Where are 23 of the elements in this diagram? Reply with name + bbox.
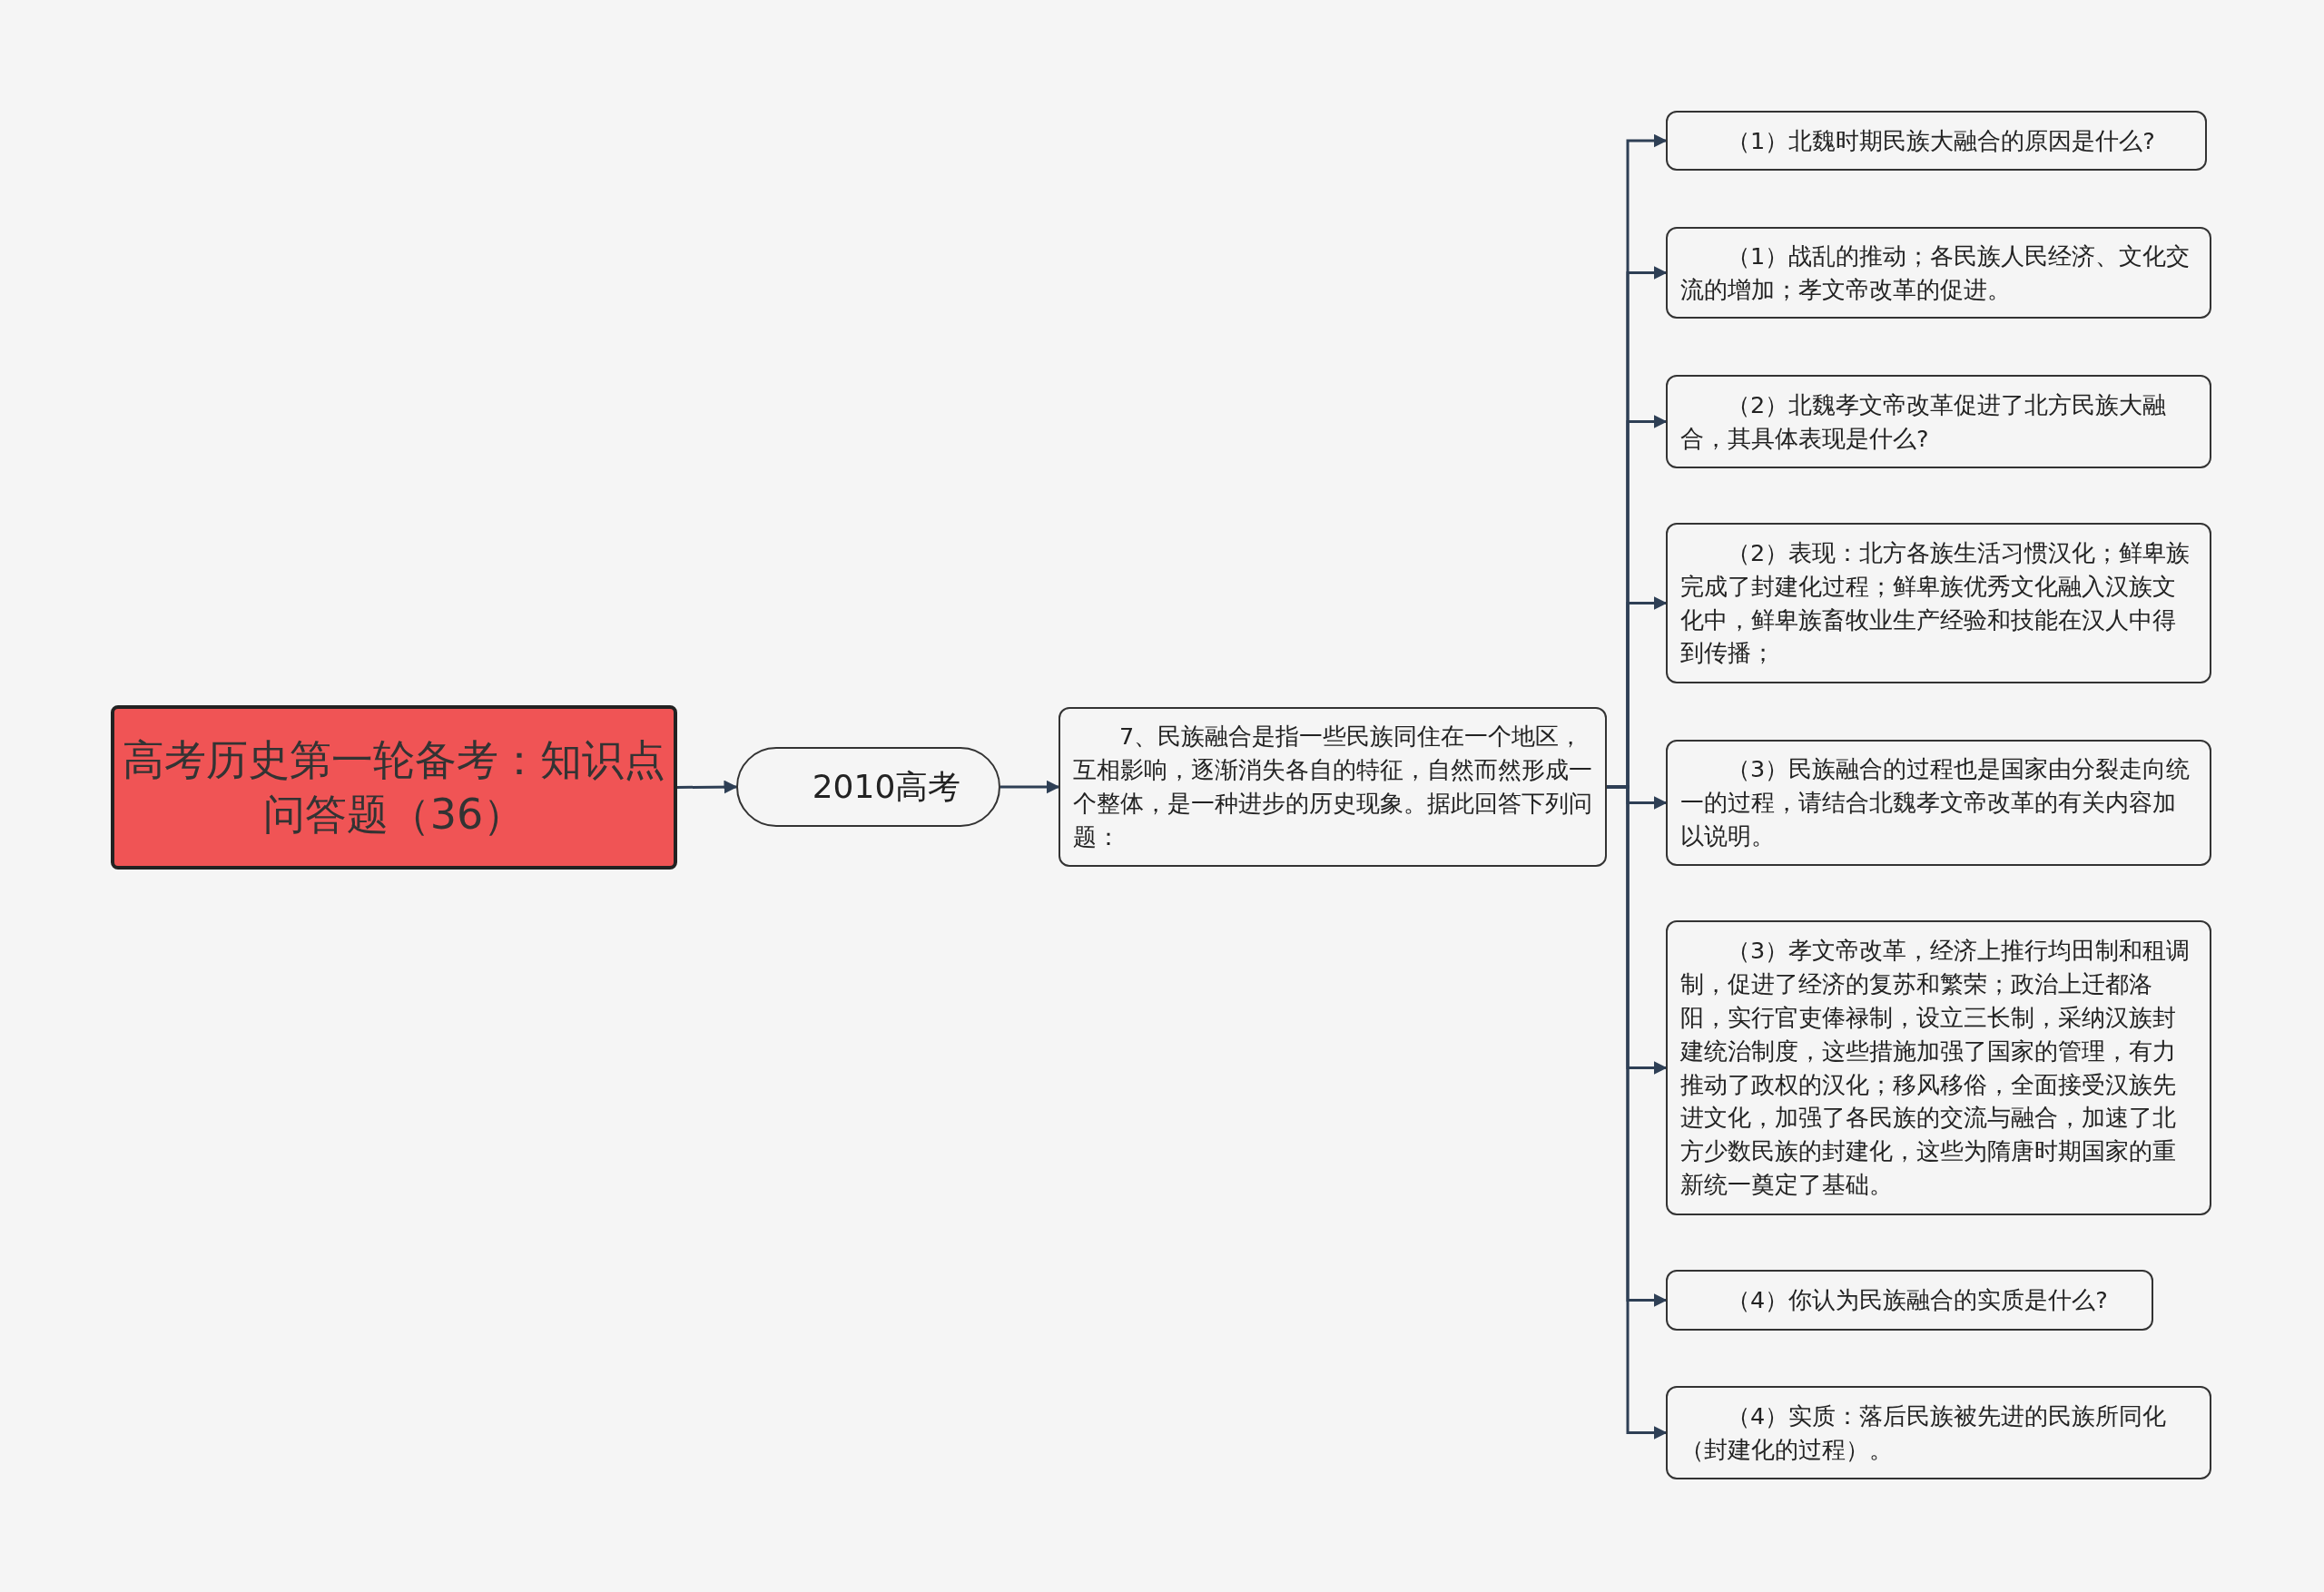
connector-arrow [1000,780,1060,794]
node-text: （2）表现：北方各族生活习惯汉化；鲜卑族完成了封建化过程；鲜卑族优秀文化融入汉族文化中，鲜卑族畜牧业生产经验和技能在汉人中得到传播； [1680,537,2191,669]
node-text: （4）你认为民族融合的实质是什么? [1726,1285,2108,1315]
node-text: （3）孝文帝改革，经济上推行均田制和租调制，促进了经济的复苏和繁荣；政治上迁都洛阳，实行官吏俸禄制，设立三长制，采纳汉族封建统治制度，这些措施加强了国家的管理，有力推动了政权的汉化；移风移俗，全面接受汉族先进文化，加强了各民族的交流与融合，加速了北方少数民族的封建化，这些为隋唐时期国家的重新统一奠定了基础。 [1680,935,2191,1201]
node-text: 高考历史第一轮备考：知识点问答题（36） [122,733,666,840]
node-text: （3）民族融合的过程也是国家由分裂走向统一的过程，请结合北魏孝文帝改革的有关内容加以说明。 [1680,754,2191,851]
node-text: （2）北魏孝文帝改革促进了北方民族大融合，其具体表现是什么? [1680,389,2168,454]
text-card [1666,1270,2153,1331]
text-card [1666,523,2211,683]
node-text: 7、民族融合是指一些民族同住在一个地区，互相影响，逐渐消失各自的特征，自然而然形成一个整体，是一种进步的历史现象。据此回答下列问题： [1073,722,1592,852]
text-card [1666,740,2211,866]
node-text: 2010高考 [811,766,961,807]
text-card [1666,111,2207,171]
node-text: （1）战乱的推动；各民族人民经济、文化交流的增加；孝文帝改革的促进。 [1680,241,2191,305]
node-text: （1）北魏时期民族大融合的原因是什么? [1726,125,2155,156]
root-topic-box [111,705,677,870]
connector-arrow [677,780,738,794]
text-card [1666,227,2211,319]
node-text: （4）实质：落后民族被先进的民族所同化（封建化的过程）。 [1680,1400,2168,1465]
text-card [1059,707,1607,867]
text-card [1666,375,2211,468]
text-card [1666,1386,2211,1479]
text-card [1666,920,2211,1215]
